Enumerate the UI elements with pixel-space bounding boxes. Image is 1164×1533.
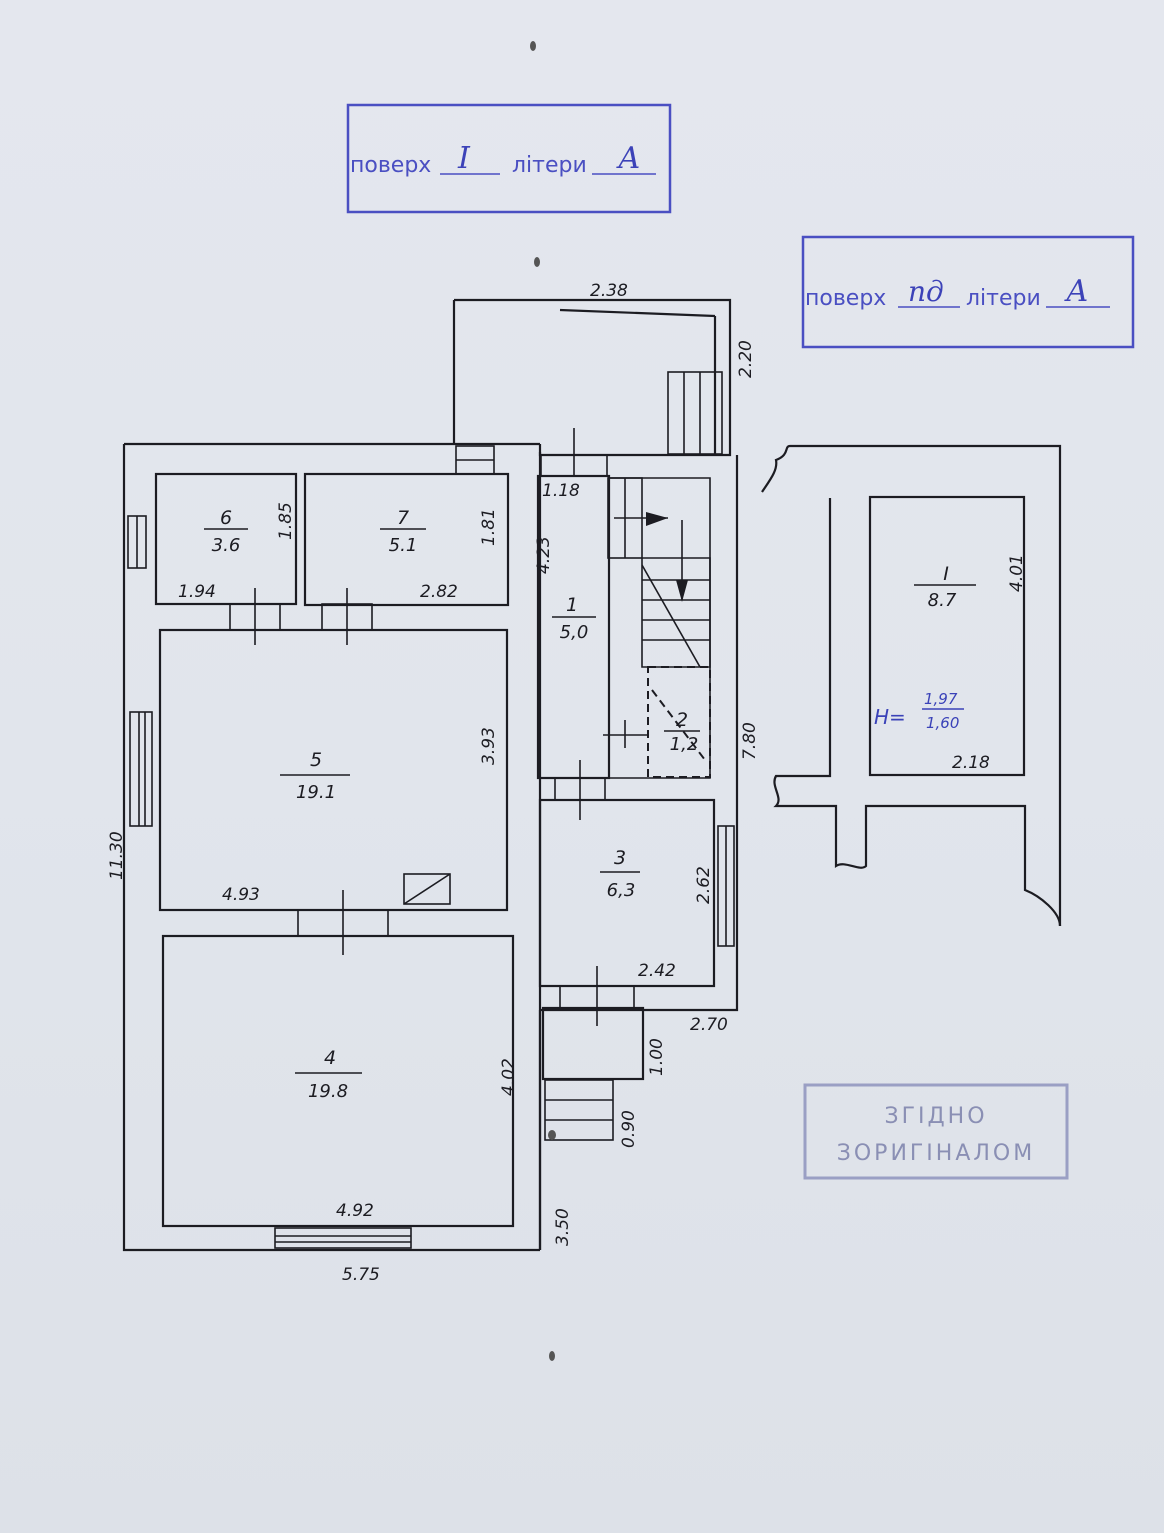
room-3-number: 3 [614,847,626,869]
room-6-walls [154,472,298,606]
dim-3-50: 3.50 [553,1208,573,1246]
dim-2-18: 2.18 [952,753,990,773]
dim-4-93: 4.93 [222,885,260,905]
height-note-top: 1,97 [924,690,958,708]
room-4-area: 19.8 [308,1081,348,1102]
room-6-area: 3.6 [212,535,241,556]
dim-0-90: 0.90 [619,1110,639,1148]
dim-4-92: 4.92 [336,1201,374,1221]
stamp-2-letter-value: А [1064,274,1089,309]
dim-3-93: 3.93 [479,727,499,765]
dim-11-30: 11.30 [107,831,127,880]
dim-4-02: 4.02 [499,1058,519,1096]
room-5-area: 19.1 [296,782,336,803]
room-5-walls [158,628,509,912]
room-1-area: 5,0 [560,622,589,643]
stamp-1-floor-value: I [457,141,471,176]
dim-4-01: 4.01 [1007,554,1027,592]
height-note: Н= 1,97 1,60 [874,690,964,732]
stamp-1-letter-value: А [616,141,641,176]
dim-4-23: 4.23 [534,536,554,574]
punch-marks [530,41,556,1361]
stamp-2-floor-label: поверх [805,286,886,311]
room-I-number: I [943,563,949,585]
dim-1-94: 1.94 [178,582,216,602]
room-6-number: 6 [220,507,232,529]
room-labels: 6 3.6 7 5.1 1 5,0 2 1,2 5 19.1 3 6,3 4 1… [204,507,976,1102]
room-7-area: 5.1 [389,535,418,556]
height-note-bottom: 1,60 [926,714,959,732]
room-7-walls [303,472,510,607]
porch-walls [541,1006,645,1081]
dim-2-70: 2.70 [690,1015,728,1035]
dim-7-80: 7.80 [740,722,760,760]
seal-line-2: ЗОРИГІНАЛОМ [837,1141,1035,1166]
room-2-area: 1,2 [670,734,699,755]
room-I-area: 8.7 [928,590,957,611]
room-2-number: 2 [676,709,688,731]
dim-2-82: 2.82 [420,582,458,602]
dim-2-42: 2.42 [638,961,676,981]
dim-1-81: 1.81 [479,508,499,546]
height-note-prefix: Н= [874,705,906,729]
dim-2-38: 2.38 [590,281,628,301]
basement-outline [761,444,1062,927]
dim-1-18: 1.18 [542,481,580,501]
dim-1-85: 1.85 [276,502,296,540]
doors [229,428,648,1026]
stamp-2-letter-label: літери [966,286,1041,311]
room-I-walls [868,495,1026,777]
stamp-2-floor-value: пд [908,275,944,308]
windows [127,445,735,1249]
room-7-number: 7 [397,507,409,529]
room-1-number: 1 [566,594,578,616]
stamp-1-letter-label: літери [512,153,587,178]
original-seal: ЗГІДНО ЗОРИГІНАЛОМ [803,1083,1069,1180]
seal-line-1: ЗГІДНО [884,1104,987,1129]
building-outline [122,298,739,1252]
room-3-area: 6,3 [607,880,636,901]
stamp-1-floor-label: поверх [350,153,431,178]
dimension-labels: 2.38 2.20 1.18 1.85 1.81 4.23 1.94 2.82 … [107,281,1027,1285]
room-4-number: 4 [324,1047,336,1069]
dim-2-20: 2.20 [736,340,756,378]
dim-1-00: 1.00 [647,1038,667,1076]
floor-stamp-1: поверх I літери А [346,103,672,214]
room-5-number: 5 [310,749,322,771]
dim-5-75: 5.75 [342,1265,380,1285]
stairs [544,371,723,1141]
dim-2-62: 2.62 [694,866,714,904]
floor-stamp-2: поверх пд літери А [801,235,1135,349]
